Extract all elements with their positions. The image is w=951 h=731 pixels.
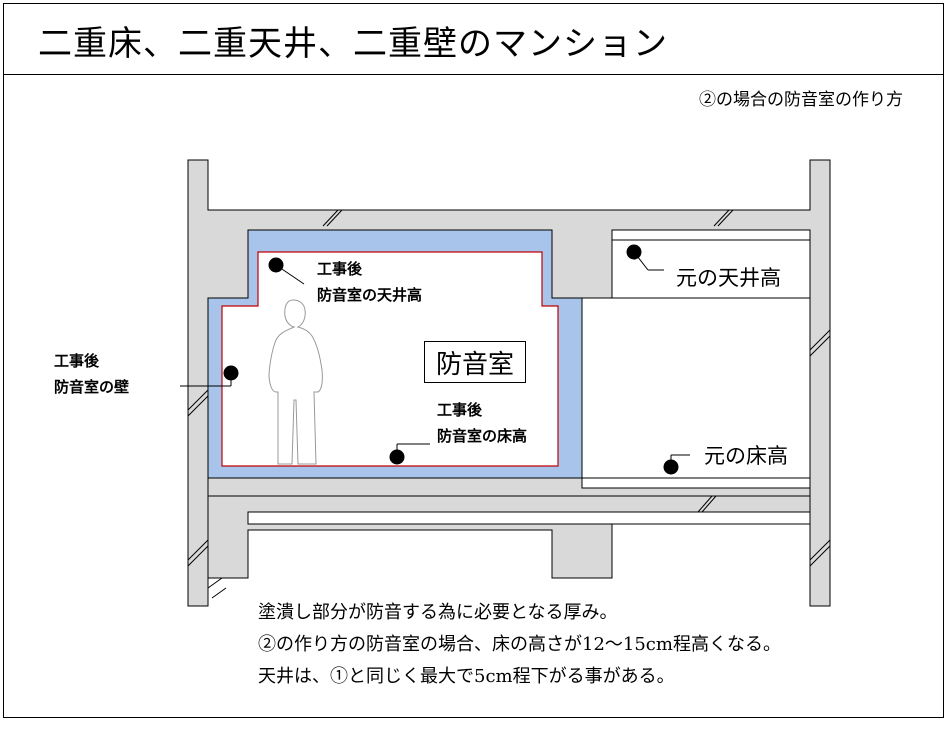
lower-ceiling-finish (247, 511, 811, 525)
ceiling-after-label-line2: 防音室の天井高 (317, 286, 423, 304)
lower-slab (207, 495, 811, 579)
wall-after-label-line1: 工事後 (54, 352, 100, 370)
floor-after-label-line1: 工事後 (437, 401, 483, 419)
soundproof-room-interior (221, 251, 559, 467)
diagram-frame: 二重床、二重天井、二重壁のマンション (3, 3, 944, 718)
notes: 塗潰し部分が防音する為に必要となる厚み。 ②の作り方の防音室の場合、床の高さが1… (258, 597, 781, 693)
orig-floor-finish (581, 477, 811, 489)
floor-after-label: 工事後 防音室の床高 (437, 397, 527, 449)
subtitle: ②の場合の防音室の作り方 (699, 90, 903, 110)
ceiling-after-label: 工事後 防音室の天井高 (317, 256, 422, 308)
right-room (581, 297, 811, 479)
orig-ceiling-finish (611, 229, 811, 241)
note-line-1: 塗潰し部分が防音する為に必要となる厚み。 (258, 602, 618, 623)
person-silhouette (268, 299, 323, 465)
page-title: 二重床、二重天井、二重壁のマンション (38, 24, 668, 64)
orig-ceiling-label: 元の天井高 (676, 266, 781, 290)
orig-floor-label: 元の床高 (704, 444, 788, 468)
wall-after-label: 工事後 防音室の壁 (54, 348, 129, 400)
ceiling-after-label-line1: 工事後 (317, 260, 363, 278)
title-bar: 二重床、二重天井、二重壁のマンション (4, 4, 943, 75)
room-name-label: 防音室 (424, 341, 526, 383)
wall-after-label-line2: 防音室の壁 (54, 378, 130, 396)
note-line-3: 天井は、①と同じく最大で5cm程下がる事がある。 (258, 666, 675, 687)
floor-after-label-line2: 防音室の床高 (437, 427, 528, 445)
note-line-2: ②の作り方の防音室の場合、床の高さが12～15cm程高くなる。 (258, 634, 781, 655)
